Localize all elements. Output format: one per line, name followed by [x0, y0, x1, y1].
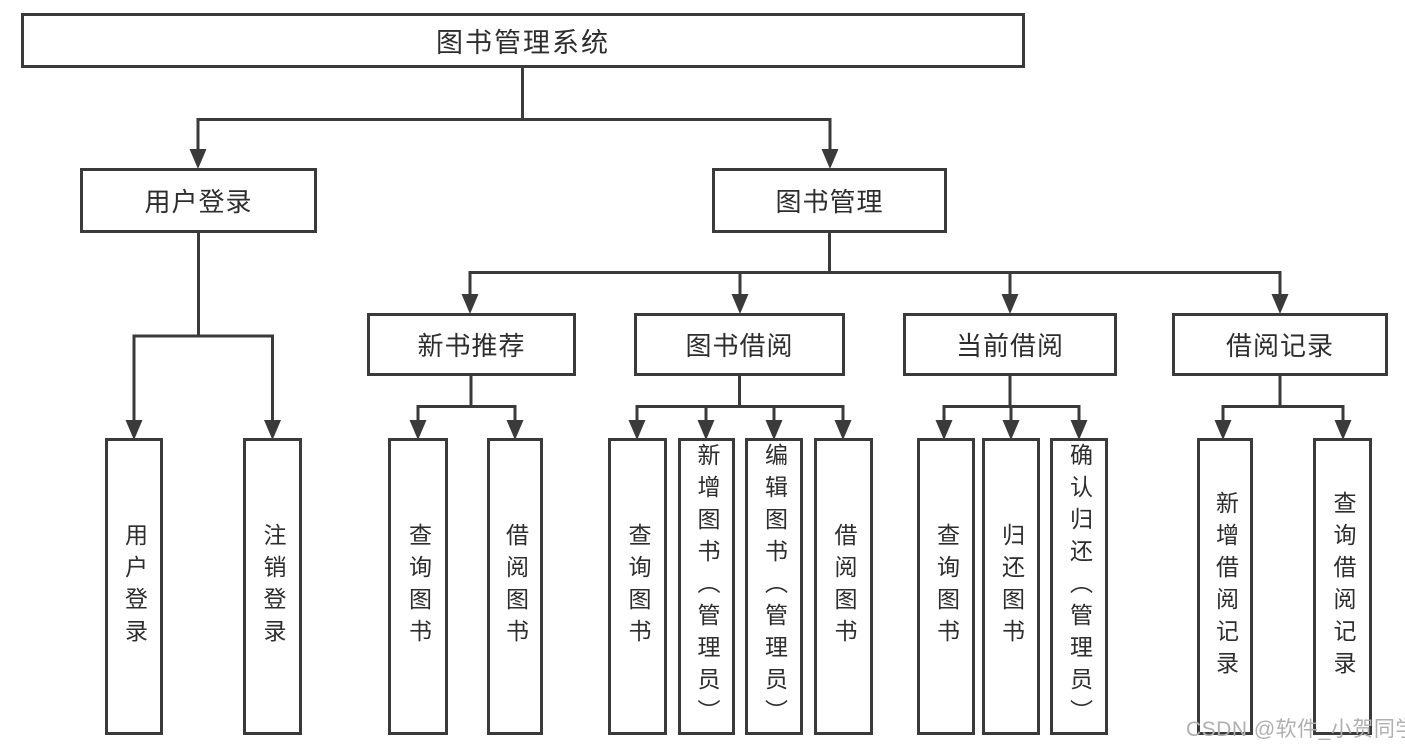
leaf-borrow-books-borrowing-label: 借阅图书 — [831, 522, 857, 651]
node-book-management-label: 图书管理 — [775, 187, 884, 217]
leaf-query-borrow-record-label: 查询借阅记录 — [1330, 490, 1356, 683]
leaf-return-books-label: 归还图书 — [998, 522, 1025, 651]
node-book-borrowing: 图书借阅 — [634, 313, 845, 376]
node-user-login: 用户登录 — [80, 168, 317, 233]
node-borrowing-records: 借阅记录 — [1172, 313, 1388, 376]
leaf-return-books: 归还图书 — [982, 438, 1040, 735]
node-current-borrowing-label: 当前借阅 — [955, 331, 1064, 361]
leaf-confirm-return-admin-label: 确认归还（管理员） — [1066, 442, 1093, 731]
leaf-query-books-borrowing-label: 查询图书 — [625, 522, 651, 651]
node-user-login-label: 用户登录 — [144, 187, 253, 217]
node-new-book-recommendation: 新书推荐 — [367, 313, 576, 376]
leaf-query-books-current-label: 查询图书 — [933, 522, 960, 651]
node-book-management: 图书管理 — [712, 168, 947, 233]
leaf-add-books-admin: 新增图书（管理员） — [678, 438, 735, 735]
leaf-query-borrow-record: 查询借阅记录 — [1313, 438, 1372, 735]
leaf-add-borrow-record-label: 新增借阅记录 — [1212, 490, 1239, 683]
node-borrowing-records-label: 借阅记录 — [1225, 331, 1334, 361]
leaf-logout-label: 注销登录 — [260, 522, 286, 651]
node-current-borrowing: 当前借阅 — [903, 313, 1117, 376]
node-root-label: 图书管理系统 — [436, 28, 610, 58]
leaf-borrow-books-borrowing: 借阅图书 — [814, 438, 873, 735]
leaf-borrow-books-recommend: 借阅图书 — [487, 438, 543, 735]
leaf-query-books-current: 查询图书 — [917, 438, 975, 735]
leaf-edit-books-admin-label: 编辑图书（管理员） — [761, 442, 788, 731]
leaf-borrow-books-recommend-label: 借阅图书 — [502, 522, 529, 651]
leaf-query-books-borrowing: 查询图书 — [608, 438, 667, 735]
leaf-user-login-label: 用户登录 — [121, 522, 148, 651]
leaf-add-books-admin-label: 新增图书（管理员） — [694, 442, 720, 731]
node-new-book-recommendation-label: 新书推荐 — [417, 331, 526, 361]
leaf-edit-books-admin: 编辑图书（管理员） — [745, 438, 803, 735]
leaf-logout: 注销登录 — [243, 438, 302, 735]
watermark: CSDN @软件_小贺同学 — [1186, 718, 1405, 741]
leaf-confirm-return-admin: 确认归还（管理员） — [1050, 438, 1108, 735]
node-book-borrowing-label: 图书借阅 — [685, 331, 794, 361]
leaf-query-books-recommend-label: 查询图书 — [405, 522, 432, 651]
node-root: 图书管理系统 — [21, 13, 1025, 68]
leaf-add-borrow-record: 新增借阅记录 — [1197, 438, 1253, 735]
leaf-user-login: 用户登录 — [105, 438, 163, 735]
leaf-query-books-recommend: 查询图书 — [388, 438, 448, 735]
